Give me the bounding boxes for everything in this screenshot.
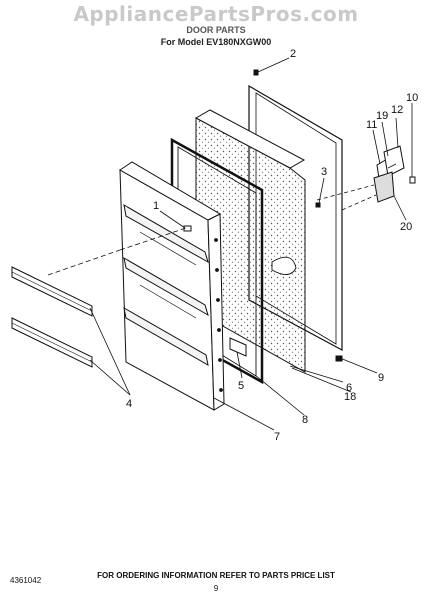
callout-19: 19: [376, 110, 389, 122]
callout-2: 2: [290, 48, 297, 60]
screw-3-icon: [315, 202, 321, 208]
screw-2-icon: [253, 69, 259, 76]
callout-11: 11: [366, 119, 378, 131]
callout-3: 3: [321, 166, 328, 178]
shelf-retainer-bars: [11, 266, 93, 368]
watermark-text: AppliancePartsPros.com: [73, 2, 359, 26]
callout-18: 18: [344, 391, 357, 403]
small-parts: [183, 69, 343, 362]
callout-7: 7: [274, 431, 281, 443]
callout-12: 12: [391, 104, 404, 116]
callout-10: 10: [406, 92, 419, 104]
callout-4: 4: [126, 398, 133, 410]
model-line: For Model EV180NXGW00: [160, 37, 272, 47]
hinge-assembly: [373, 145, 416, 203]
callout-20: 20: [400, 221, 413, 233]
leader-lines: [47, 57, 413, 431]
page-number: 9: [213, 584, 219, 593]
callout-5: 5: [238, 380, 245, 392]
foam-insulation: [194, 109, 306, 373]
stop-5-icon: [229, 337, 247, 357]
doc-number: 4361042: [10, 576, 42, 585]
callout-6: 6: [346, 382, 353, 394]
diagram-title: DOOR PARTS: [186, 25, 246, 35]
ordering-note: FOR ORDERING INFORMATION REFER TO PARTS …: [97, 571, 335, 580]
callout-9: 9: [378, 372, 385, 384]
callout-8: 8: [302, 414, 309, 426]
callout-1: 1: [153, 200, 160, 212]
